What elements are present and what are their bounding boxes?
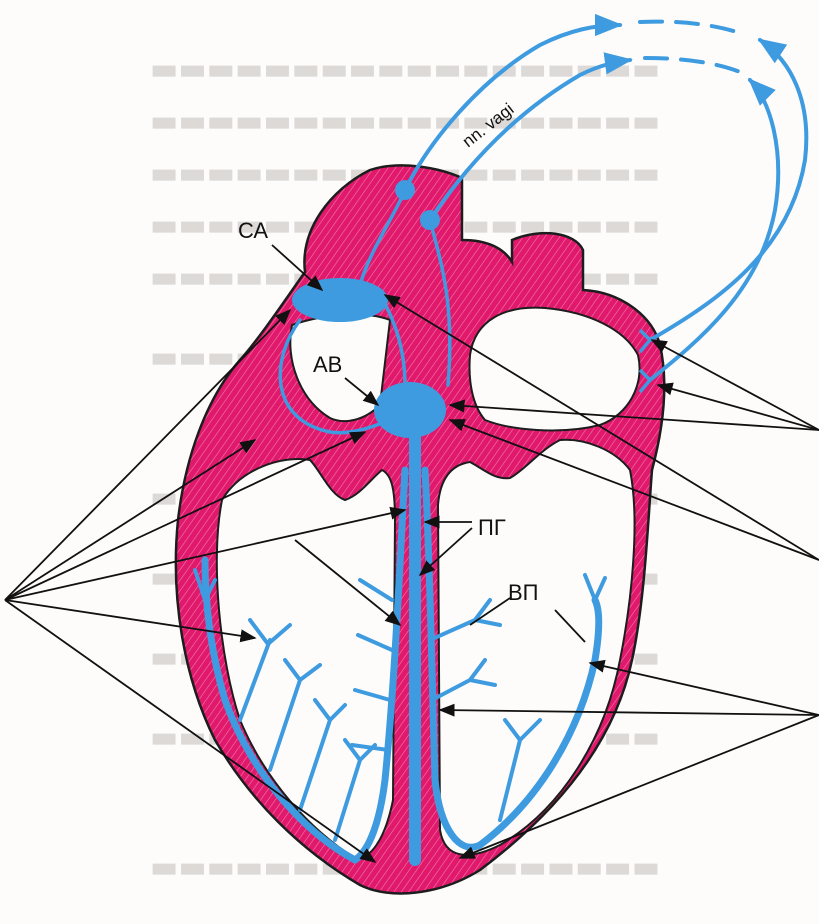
purkinje-branch [193, 568, 217, 602]
pg-leader-extra [294, 539, 402, 627]
vagus-nerve-inner-dash [643, 56, 742, 74]
sa-leader [271, 244, 324, 292]
left-atrium-cavity [468, 306, 641, 432]
pointer-line [383, 294, 819, 561]
purkinje-branch [498, 718, 542, 822]
vagal-ganglion [420, 210, 440, 230]
vp-leader [469, 597, 511, 626]
pointer-line [656, 382, 819, 431]
pointer-line [650, 339, 819, 431]
vagus-nerve-outer [403, 13, 623, 192]
label-pg: ПГ [478, 515, 506, 540]
purkinje-branch [350, 578, 394, 752]
right-ventricle-cavity [215, 458, 397, 860]
conduction-system [193, 13, 809, 866]
background-text: ▬▬▬▬▬▬▬▬▬▬▬▬▬▬▬▬▬▬ [150, 104, 661, 139]
pointer-lines [4, 244, 819, 863]
left-purkinje-outer [476, 596, 603, 849]
pointer-line [448, 399, 819, 431]
vagus-nerve-outer-dash [638, 19, 747, 37]
pg-leader [418, 527, 473, 577]
sa-av-pathway [278, 318, 392, 435]
av-node [374, 382, 446, 438]
right-bundle-branch [351, 466, 409, 864]
purkinje-branch [583, 573, 607, 602]
left-bundle-branch [421, 466, 484, 851]
purkinje-branch [430, 658, 497, 702]
vagus-nerve-inner [428, 52, 633, 222]
pointer-line [588, 659, 819, 716]
purkinje-branch [298, 698, 347, 812]
purkinje-branch [428, 598, 502, 642]
pointer-line [458, 714, 819, 859]
av-leader [344, 377, 380, 407]
pointer-line [438, 703, 819, 717]
receptor-ending [638, 328, 652, 354]
pointer-line [4, 431, 367, 601]
vp-leader [554, 609, 586, 643]
label-vp: ВП [508, 580, 539, 605]
background-text: ▬▬▬▬▬▬▬▬▬▬▬▬▬▬▬▬▬▬ [150, 52, 661, 87]
vagal-ganglion [395, 180, 415, 200]
pointer-line [4, 599, 257, 643]
purkinje-branch [238, 618, 292, 722]
label-av: АВ [313, 352, 342, 377]
pointer-line [4, 506, 407, 601]
sa-node [292, 278, 388, 322]
vagal-fiber-to-av [428, 218, 452, 387]
pointer-line [4, 439, 257, 601]
pointer-line [4, 308, 292, 601]
receptor-ending [638, 368, 652, 394]
pointer-line [448, 419, 819, 561]
afferent-fiber-outer [648, 38, 809, 342]
purkinje-branch [268, 658, 322, 772]
pointer-line [4, 599, 377, 863]
afferent-fiber-inner [648, 78, 781, 382]
label-sa: СА [238, 218, 268, 243]
right-purkinje-outer [201, 556, 359, 864]
